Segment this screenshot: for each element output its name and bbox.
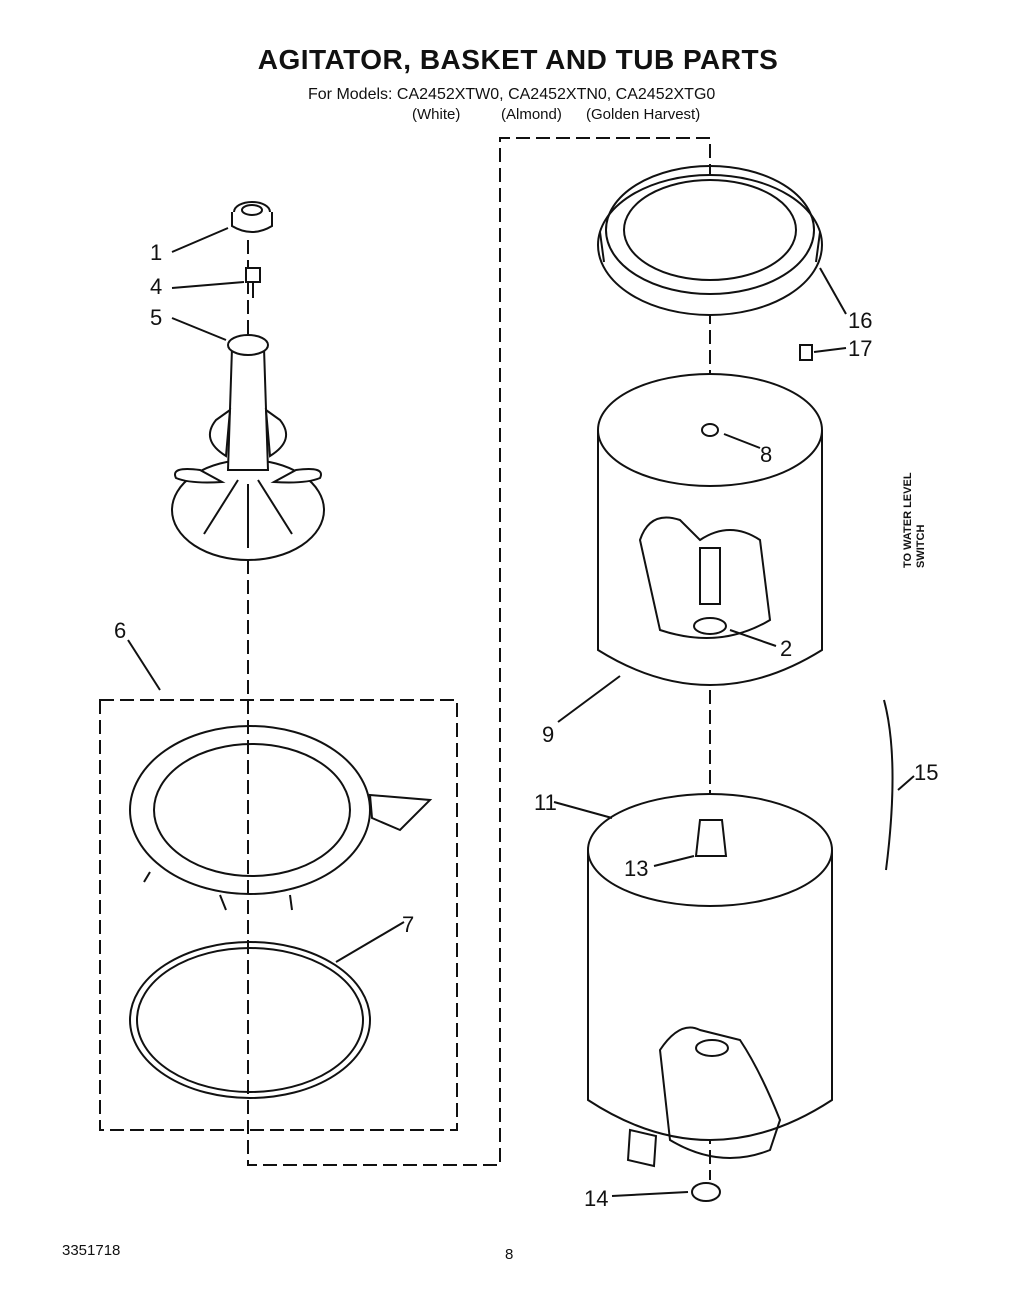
seal-ring-part xyxy=(129,941,371,1099)
callout-2: 2 xyxy=(780,636,793,661)
page-number: 8 xyxy=(505,1246,514,1263)
assembly-connector-line xyxy=(247,137,711,1166)
part-6-assembly-box xyxy=(99,699,458,1131)
agitator-bolt-part xyxy=(245,267,261,298)
agitator-cap-part xyxy=(231,201,273,233)
drain-plug-part xyxy=(691,1182,721,1202)
model-list: For Models: CA2452XTW0, CA2452XTN0, CA24… xyxy=(308,86,716,103)
callout-4: 4 xyxy=(150,274,163,299)
splash-ring-part xyxy=(129,725,433,911)
hose-part xyxy=(883,699,894,871)
document-code: 3351718 xyxy=(62,1242,121,1259)
basket-part xyxy=(597,373,823,686)
variant-almond: (Almond) xyxy=(501,106,562,123)
agitator-part xyxy=(171,334,325,561)
callout-16: 16 xyxy=(848,308,873,333)
water-level-note-line-2: SWITCH xyxy=(915,524,927,568)
callout-5: 5 xyxy=(150,305,163,330)
variant-white: (White) xyxy=(412,106,461,123)
bearing-part xyxy=(694,819,728,857)
callout-13: 13 xyxy=(624,856,649,881)
callout-11: 11 xyxy=(534,790,557,815)
callout-8: 8 xyxy=(760,442,773,467)
page-title: AGITATOR, BASKET AND TUB PARTS xyxy=(257,44,779,75)
callout-6: 6 xyxy=(114,618,127,643)
callout-15: 15 xyxy=(914,760,939,785)
callout-14: 14 xyxy=(584,1186,609,1211)
tub-ring-part xyxy=(597,165,823,316)
callout-1: 1 xyxy=(150,240,163,265)
water-level-note: TO WATER LEVEL SWITCH xyxy=(902,448,928,568)
water-level-note-line-1: TO WATER LEVEL xyxy=(902,472,914,568)
callout-7: 7 xyxy=(402,912,415,937)
variant-golden-harvest: (Golden Harvest) xyxy=(586,106,701,123)
callout-17: 17 xyxy=(848,336,873,361)
leader-arrows xyxy=(127,227,915,1197)
callout-9: 9 xyxy=(542,722,555,747)
clip-part xyxy=(799,344,813,361)
